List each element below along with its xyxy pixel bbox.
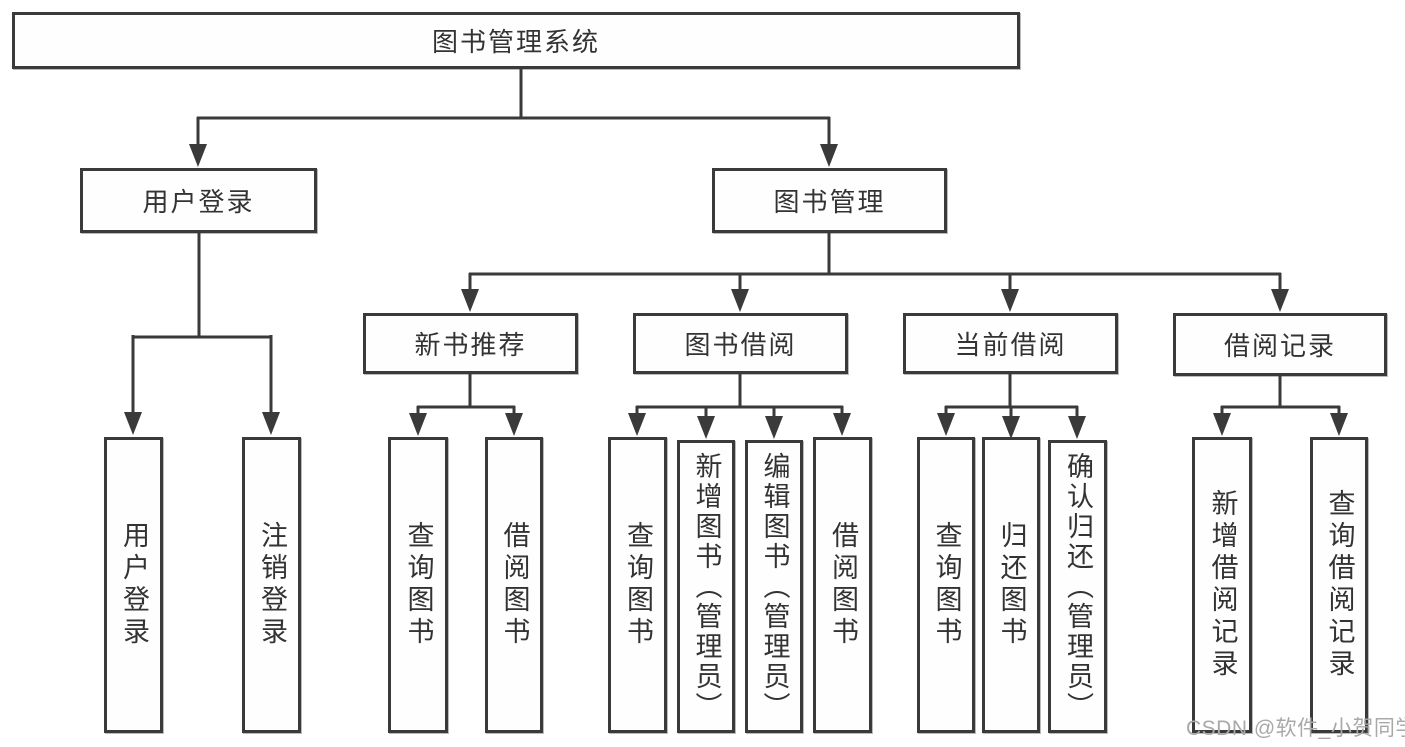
leaf-borrow-books-borrow-label: 借阅图书 bbox=[828, 521, 858, 649]
node-new-book-recommend-label: 新书推荐 bbox=[414, 330, 527, 360]
leaf-query-books-rec: 查询图书 bbox=[388, 437, 448, 733]
leaf-query-books-current: 查询图书 bbox=[917, 437, 975, 733]
leaf-query-books-borrow-label: 查询图书 bbox=[623, 521, 653, 649]
leaf-user-login: 用户登录 bbox=[104, 437, 163, 733]
leaf-query-books-rec-label: 查询图书 bbox=[403, 521, 434, 649]
node-book-borrow: 图书借阅 bbox=[633, 313, 848, 374]
node-book-management: 图书管理 bbox=[712, 168, 947, 233]
leaf-add-borrow-record-label: 新增借阅记录 bbox=[1207, 489, 1238, 681]
leaf-edit-books-admin-label: 编辑图书（管理员） bbox=[759, 451, 790, 722]
leaf-edit-books-admin: 编辑图书（管理员） bbox=[745, 440, 803, 733]
leaf-add-borrow-record: 新增借阅记录 bbox=[1192, 437, 1252, 733]
leaf-borrow-books-borrow: 借阅图书 bbox=[813, 437, 872, 733]
leaf-return-books: 归还图书 bbox=[982, 437, 1040, 733]
leaf-user-login-label: 用户登录 bbox=[119, 521, 149, 649]
node-book-borrow-label: 图书借阅 bbox=[684, 330, 797, 360]
leaf-logout-label: 注销登录 bbox=[257, 521, 287, 649]
leaf-add-books-admin-label: 新增图书（管理员） bbox=[691, 451, 722, 722]
leaf-confirm-return-admin: 确认归还（管理员） bbox=[1048, 440, 1107, 733]
node-borrow-records-label: 借阅记录 bbox=[1223, 331, 1336, 361]
leaf-borrow-books-rec-label: 借阅图书 bbox=[499, 521, 530, 649]
leaf-query-borrow-record-label: 查询借阅记录 bbox=[1324, 489, 1355, 681]
node-root-label: 图书管理系统 bbox=[431, 27, 600, 57]
leaf-logout: 注销登录 bbox=[242, 437, 301, 733]
node-borrow-records: 借阅记录 bbox=[1173, 313, 1387, 376]
leaf-return-books-label: 归还图书 bbox=[996, 521, 1027, 649]
leaf-borrow-books-rec: 借阅图书 bbox=[485, 437, 543, 733]
leaf-query-books-current-label: 查询图书 bbox=[931, 521, 962, 649]
node-user-login: 用户登录 bbox=[80, 168, 317, 233]
leaf-query-borrow-record: 查询借阅记录 bbox=[1310, 437, 1368, 733]
leaf-confirm-return-admin-label: 确认归还（管理员） bbox=[1063, 451, 1093, 722]
node-new-book-recommend: 新书推荐 bbox=[363, 313, 578, 374]
node-current-borrow-label: 当前借阅 bbox=[954, 330, 1067, 360]
leaf-query-books-borrow: 查询图书 bbox=[608, 437, 667, 733]
node-book-management-label: 图书管理 bbox=[773, 187, 886, 217]
node-root: 图书管理系统 bbox=[12, 12, 1020, 69]
arrowheads bbox=[124, 144, 1348, 439]
node-user-login-label: 用户登录 bbox=[142, 187, 255, 217]
node-current-borrow: 当前借阅 bbox=[903, 313, 1118, 374]
leaf-add-books-admin: 新增图书（管理员） bbox=[677, 440, 735, 733]
csdn-watermark: CSDN @软件_小贺同学 bbox=[1186, 717, 1405, 740]
